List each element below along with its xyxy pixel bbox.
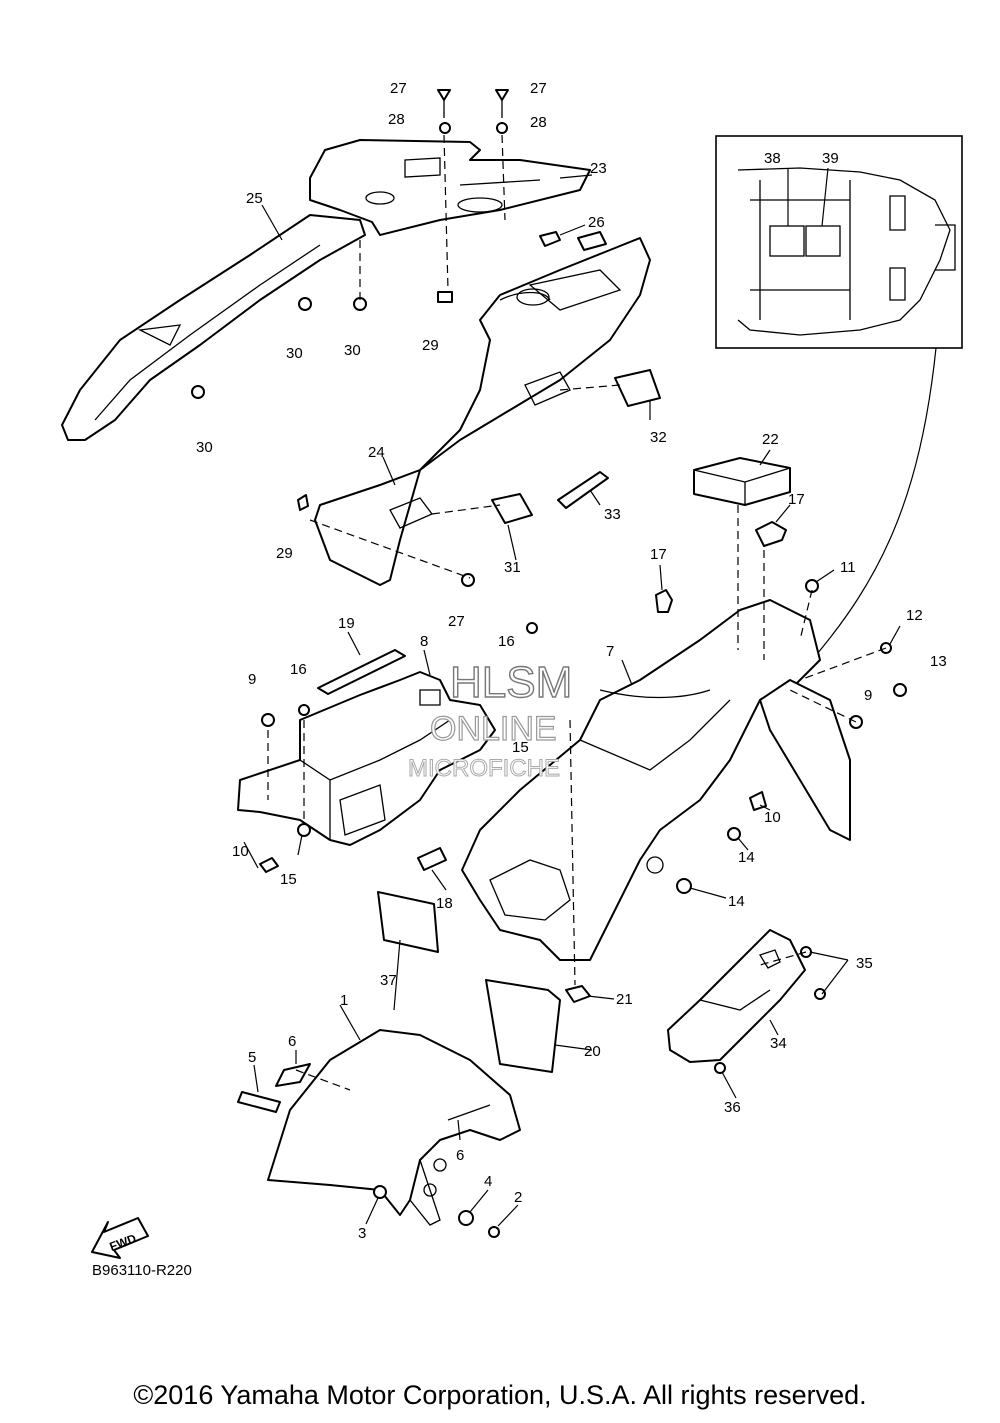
callout: 35: [856, 955, 873, 972]
part-20-plate: [485, 979, 561, 1073]
callout: 24: [368, 444, 385, 461]
part-10-nut-left: [259, 857, 279, 873]
callout: 27: [390, 80, 407, 97]
callouts: 1 2 3 4 5 6 6 7 8 9 9 10 10 11 12 13 14 …: [196, 80, 947, 1242]
callout: 19: [338, 615, 355, 632]
callout: 6: [288, 1033, 296, 1050]
part-17-clip-b: [655, 589, 673, 613]
callout: 15: [280, 871, 297, 888]
part-33-clip: [557, 471, 609, 509]
callout: 17: [788, 491, 805, 508]
callout: 30: [344, 342, 361, 359]
callout: 27: [530, 80, 547, 97]
part-7-rear-fender: [461, 599, 851, 961]
diagram-code: B963110-R220: [92, 1262, 192, 1279]
part-37-reflector: [377, 891, 439, 953]
callout: 30: [286, 345, 303, 362]
part-4-collar: [458, 1210, 474, 1226]
part-6-decal: [275, 1063, 311, 1087]
callout: 22: [762, 431, 779, 448]
callout: 14: [728, 893, 745, 910]
part-34-mudguard: [667, 929, 806, 1063]
callout: 5: [248, 1049, 256, 1066]
part-21-grommet: [565, 985, 591, 1003]
watermark-line2: ONLINE: [430, 710, 557, 748]
leader-lines: [243, 174, 901, 1227]
callout: 18: [436, 895, 453, 912]
callout: 9: [248, 671, 256, 688]
part-23-top-cover: [309, 139, 591, 236]
callout: 8: [420, 633, 428, 650]
part-1-front-fender: [267, 1029, 521, 1226]
callout: 7: [606, 643, 614, 660]
copyright-notice: ©2016 Yamaha Motor Corporation, U.S.A. A…: [133, 1380, 867, 1410]
callout: 34: [770, 1035, 787, 1052]
part-3-grommet: [373, 1185, 387, 1199]
part-18-clip: [417, 847, 447, 871]
callout: 23: [590, 160, 607, 177]
callout: 38: [764, 150, 781, 167]
callout: 11: [840, 559, 856, 576]
callout: 10: [764, 809, 781, 826]
callout: 27: [448, 613, 465, 630]
callout: 13: [930, 653, 947, 670]
callout: 28: [388, 111, 405, 128]
watermark-line3: MICROFICHE: [408, 755, 560, 782]
callout: 36: [724, 1099, 741, 1116]
fwd-arrow: FWD: [91, 1217, 149, 1259]
watermark-line1: HLSM: [450, 658, 572, 707]
part-32-pad: [614, 369, 661, 407]
callout: 2: [514, 1189, 522, 1206]
callout: 14: [738, 849, 755, 866]
callout: 26: [588, 214, 605, 231]
callout: 10: [232, 843, 249, 860]
callout: 28: [530, 114, 547, 131]
callout: 33: [604, 506, 621, 523]
part-25-side-cover-left: [61, 214, 366, 441]
callout: 6: [456, 1147, 464, 1164]
callout: 17: [650, 546, 667, 563]
callout: 3: [358, 1225, 366, 1242]
callout: 20: [584, 1043, 601, 1060]
callout: 16: [290, 661, 307, 678]
inset-detail: [715, 135, 963, 349]
callout: 1: [340, 992, 348, 1009]
callout: 15: [512, 739, 529, 756]
part-17-clip-a: [755, 521, 787, 547]
watermark: HLSM ONLINE MICROFICHE: [408, 657, 573, 782]
assembly-lines: [267, 134, 887, 1091]
callout: 30: [196, 439, 213, 456]
part-24-side-cover-right: [314, 237, 651, 586]
callout: 31: [504, 559, 521, 576]
callout: 16: [498, 633, 515, 650]
callout: 12: [906, 607, 923, 624]
fasteners: [191, 89, 907, 1074]
part-19-strap: [317, 649, 406, 695]
callout: 29: [276, 545, 293, 562]
callout: 32: [650, 429, 667, 446]
callout: 4: [484, 1173, 492, 1190]
callout: 21: [616, 991, 633, 1008]
callout: 25: [246, 190, 263, 207]
callout: 37: [380, 972, 397, 989]
callout: 29: [422, 337, 439, 354]
part-31-pad: [491, 493, 533, 524]
callout: 39: [822, 150, 839, 167]
part-5-emblem: [237, 1091, 281, 1113]
callout: 9: [864, 687, 872, 704]
part-2-bolt: [488, 1226, 500, 1238]
inset-leader: [811, 347, 937, 661]
part-8-tray: [237, 671, 496, 846]
